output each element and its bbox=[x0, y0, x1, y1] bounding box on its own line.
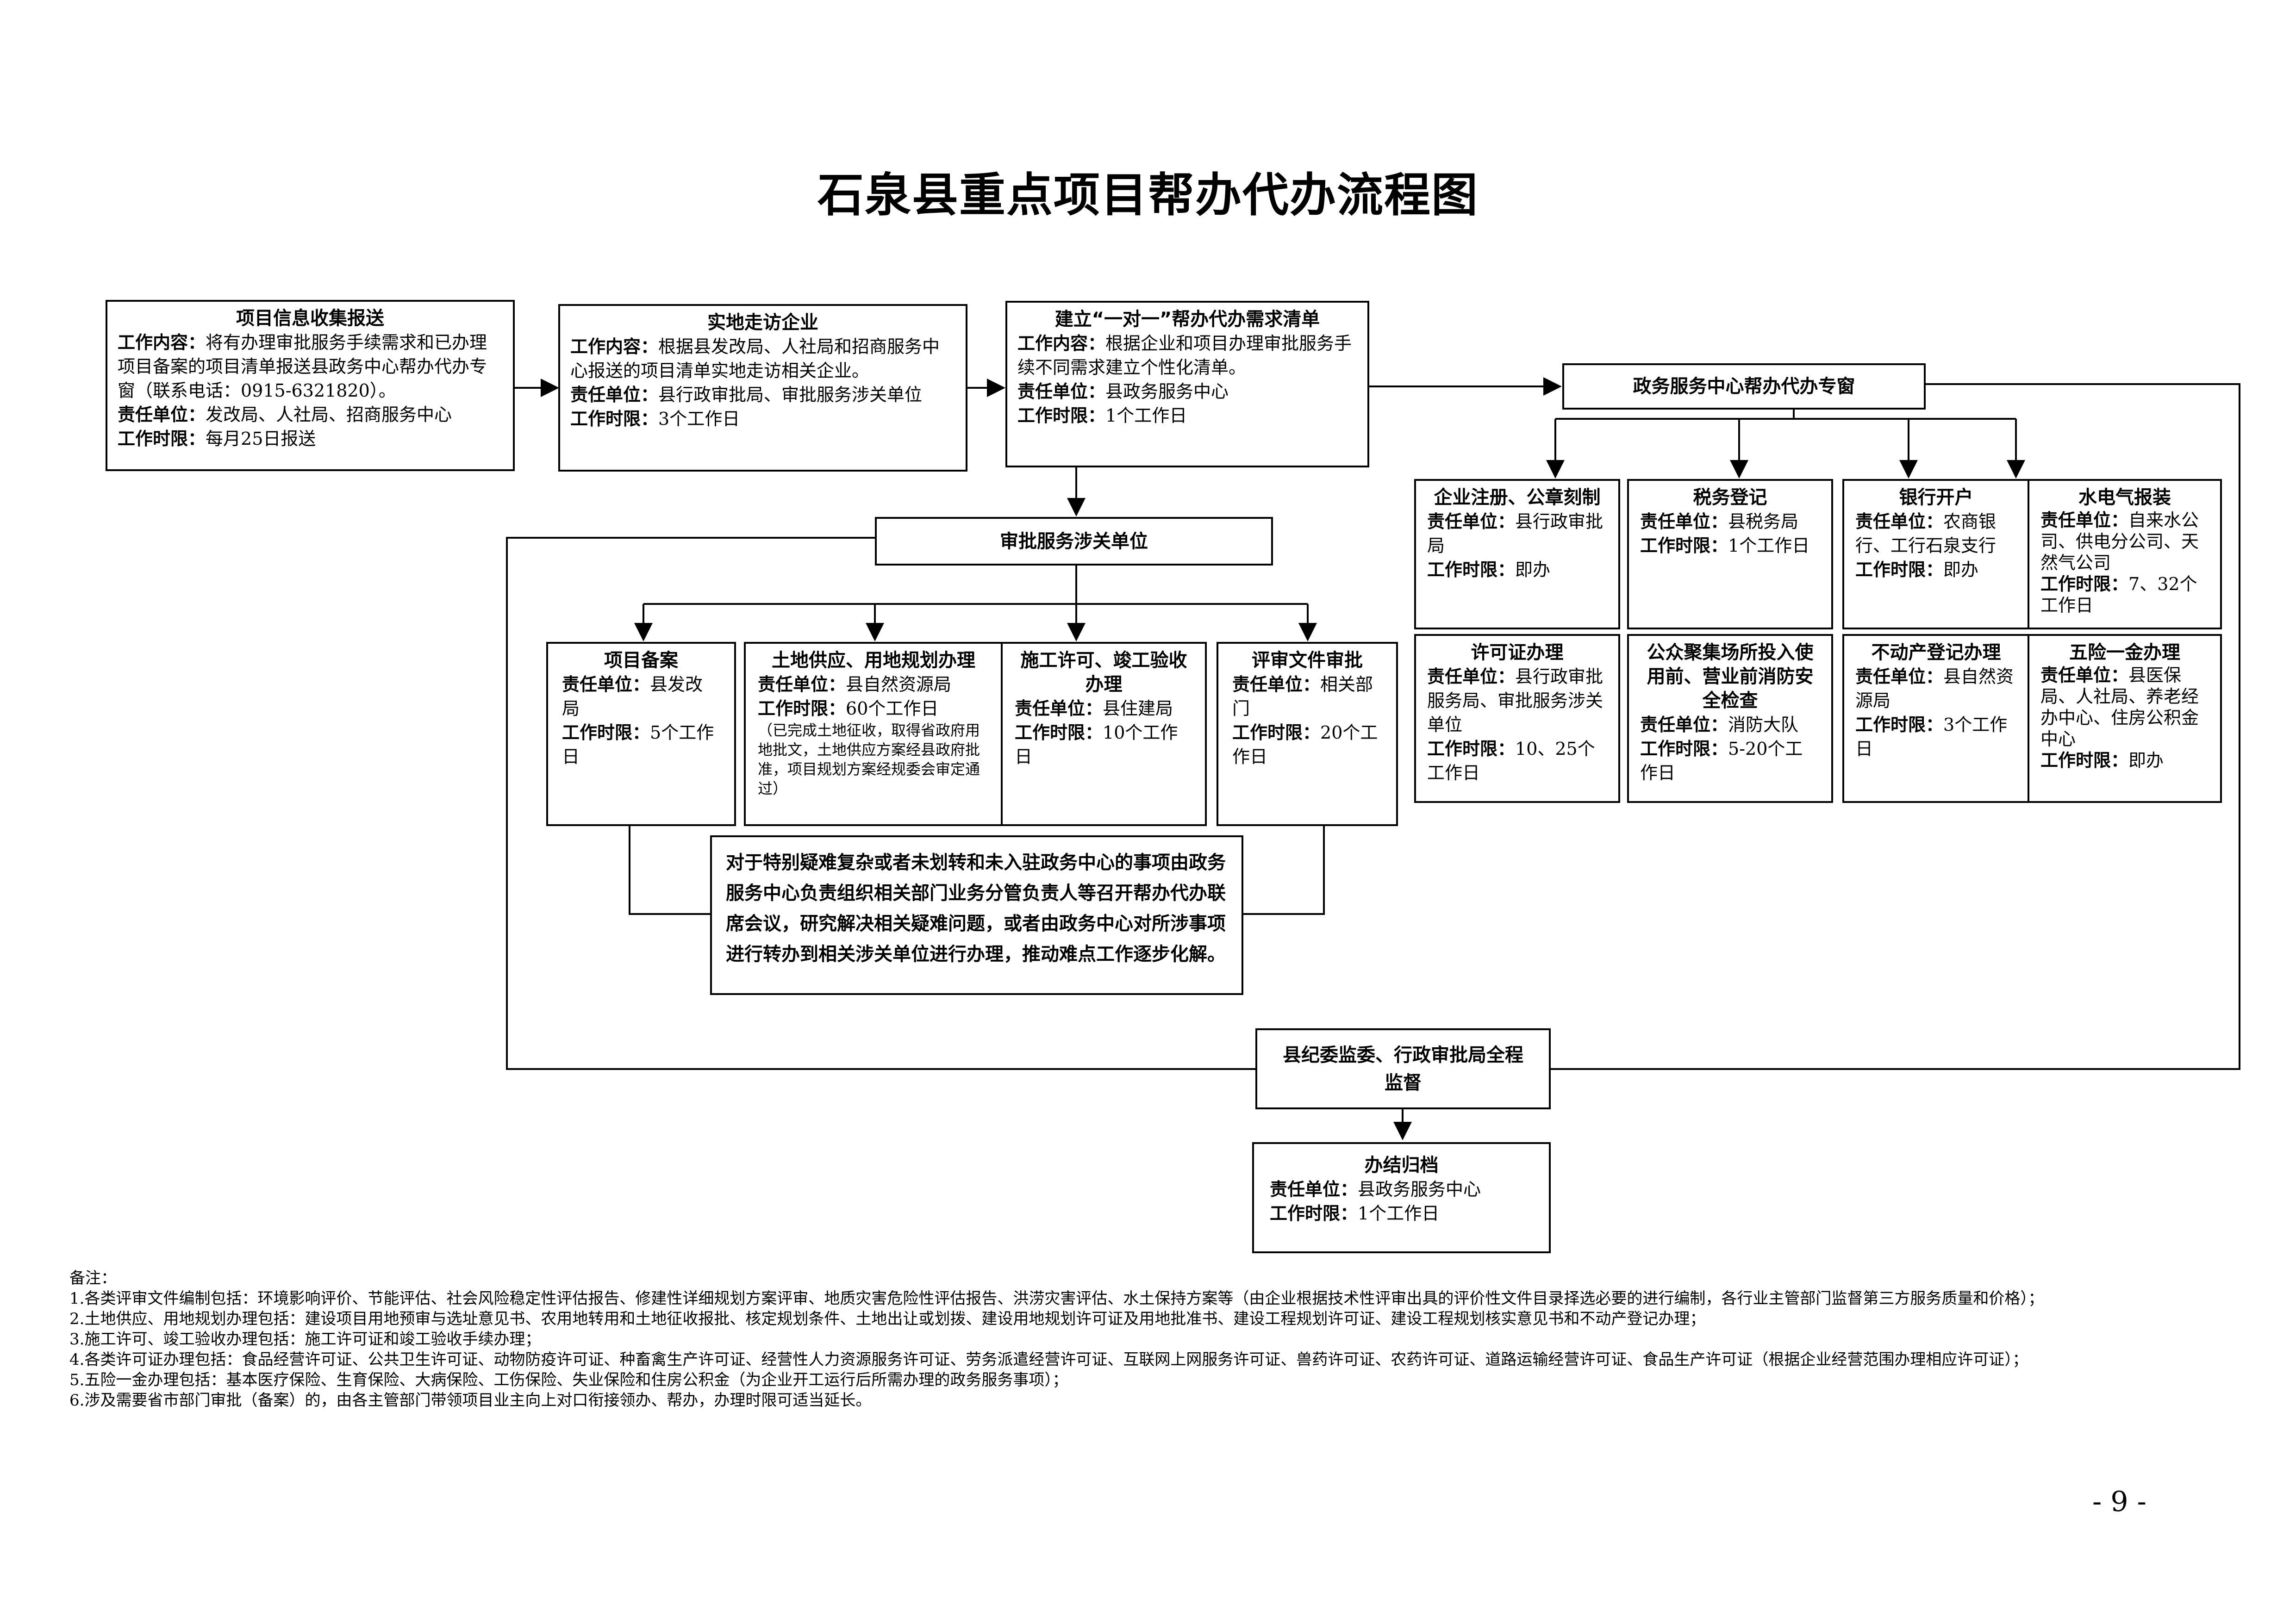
difficult-matters-box: 对于特别疑难复杂或者未划转和未入驻政务中心的事项由政务服务中心负责组织相关部门业… bbox=[710, 835, 1243, 995]
archive-title: 办结归档 bbox=[1364, 1155, 1439, 1176]
archive-unit: 县政务服务中心 bbox=[1358, 1179, 1481, 1200]
step1-title: 项目信息收集报送 bbox=[236, 308, 384, 329]
step3-unit: 县政务服务中心 bbox=[1105, 381, 1229, 402]
step1-content: 将有办理审批服务手续需求和已办理项目备案的项目清单报送县政务中心帮办代办专窗（联… bbox=[118, 332, 487, 401]
approval-item-project-filing: 项目备案 责任单位：县发改局 工作时限：5个工作日 bbox=[546, 642, 736, 826]
supervision-box: 县纪委监委、行政审批局全程监督 bbox=[1255, 1028, 1551, 1109]
step1-unit: 发改局、人社局、招商服务中心 bbox=[206, 404, 452, 425]
note-item: 6.涉及需要省市部门审批（备案）的，由各主管部门带领项目业主向上对口衔接领办、帮… bbox=[69, 1391, 872, 1410]
step3-content: 根据企业和项目办理审批服务手续不同需求建立个性化清单。 bbox=[1017, 333, 1352, 378]
archive-box: 办结归档 责任单位：县政务服务中心 工作时限：1个工作日 bbox=[1252, 1142, 1551, 1253]
window-box: 政务服务中心帮办代办专窗 bbox=[1562, 363, 1926, 410]
note-item: 3.施工许可、竣工验收办理包括：施工许可证和竣工验收手续办理； bbox=[69, 1330, 541, 1349]
note-item: 1.各类评审文件编制包括：环境影响评价、节能评估、社会风险稳定性评估报告、修建性… bbox=[69, 1289, 2044, 1308]
approval-box: 审批服务涉关单位 bbox=[875, 517, 1273, 566]
note-item: 5.五险一金办理包括：基本医疗保险、生育保险、大病保险、工伤保险、失业保险和住房… bbox=[69, 1371, 1068, 1389]
step2-unit: 县行政审批局、审批服务涉关单位 bbox=[658, 385, 923, 405]
line-window-supervision bbox=[1551, 383, 2240, 1070]
window-item-company-registration: 企业注册、公章刻制 责任单位：县行政审批局 工作时限：即办 bbox=[1414, 479, 1620, 629]
window-item-real-estate: 不动产登记办理 责任单位：县自然资源局 工作时限：3个工作日 bbox=[1842, 634, 2030, 803]
page-title: 石泉县重点项目帮办代办流程图 bbox=[817, 168, 1479, 222]
step1-box: 项目信息收集报送 工作内容：将有办理审批服务手续需求和已办理项目备案的项目清单报… bbox=[106, 300, 515, 471]
line-item1-difficult bbox=[629, 826, 710, 915]
window-item-utilities: 水电气报装 责任单位：自来水公司、供电分公司、天然气公司 工作时限：7、32个工… bbox=[2028, 479, 2222, 629]
step2-box: 实地走访企业 工作内容：根据县发改局、人社局和招商服务中心报送的项目清单实地走访… bbox=[558, 304, 967, 472]
step3-time: 1个工作日 bbox=[1105, 405, 1187, 426]
window-item-bank-account: 银行开户 责任单位：农商银行、工行石泉支行 工作时限：即办 bbox=[1842, 479, 2030, 629]
page-number: - 9 - bbox=[2092, 1486, 2146, 1518]
step2-title: 实地走访企业 bbox=[707, 312, 818, 333]
land-supply-note: （已完成土地征收，取得省政府用地批文，土地供应方案经县政府批准，项目规划方案经规… bbox=[758, 721, 980, 797]
step2-time: 3个工作日 bbox=[658, 409, 740, 429]
approval-item-review-documents: 评审文件审批 责任单位：相关部门 工作时限：20个工作日 bbox=[1217, 642, 1398, 826]
notes-heading: 备注： bbox=[69, 1269, 117, 1287]
note-item: 2.土地供应、用地规划办理包括：建设项目用地预审与选址意见书、农用地转用和土地征… bbox=[69, 1310, 1706, 1328]
approval-item-construction-permit: 施工许可、竣工验收办理 责任单位：县住建局 工作时限：10个工作日 bbox=[1001, 642, 1207, 826]
step3-title: 建立“一对一”帮办代办需求清单 bbox=[1054, 309, 1320, 330]
step2-content: 根据县发改局、人社局和招商服务中心报送的项目清单实地走访相关企业。 bbox=[570, 336, 940, 381]
window-item-permits: 许可证办理 责任单位：县行政审批服务局、审批服务涉关单位 工作时限：10、25个… bbox=[1414, 634, 1620, 803]
notes-section: 备注： 1.各类评审文件编制包括：环境影响评价、节能评估、社会风险稳定性评估报告… bbox=[69, 1268, 2236, 1411]
step3-box: 建立“一对一”帮办代办需求清单 工作内容：根据企业和项目办理审批服务手续不同需求… bbox=[1005, 301, 1369, 467]
step1-time: 每月25日报送 bbox=[206, 429, 316, 449]
line-item4-difficult bbox=[1243, 826, 1325, 915]
approval-item-land-supply: 土地供应、用地规划办理 责任单位：县自然资源局 工作时限：60个工作日 （已完成… bbox=[744, 642, 1003, 826]
window-item-fire-inspection: 公众聚集场所投入使用前、营业前消防安全检查 责任单位：消防大队 工作时限：5-2… bbox=[1627, 634, 1833, 803]
window-item-insurance: 五险一金办理 责任单位：县医保局、人社局、养老经办中心、住房公积金中心 工作时限… bbox=[2028, 634, 2222, 803]
archive-time: 1个工作日 bbox=[1358, 1203, 1440, 1224]
window-item-tax-registration: 税务登记 责任单位：县税务局 工作时限：1个工作日 bbox=[1627, 479, 1833, 629]
line-approval-supervision bbox=[506, 537, 1255, 1070]
note-item: 4.各类许可证办理包括：食品经营许可证、公共卫生许可证、动物防疫许可证、种畜禽生… bbox=[69, 1350, 2028, 1369]
